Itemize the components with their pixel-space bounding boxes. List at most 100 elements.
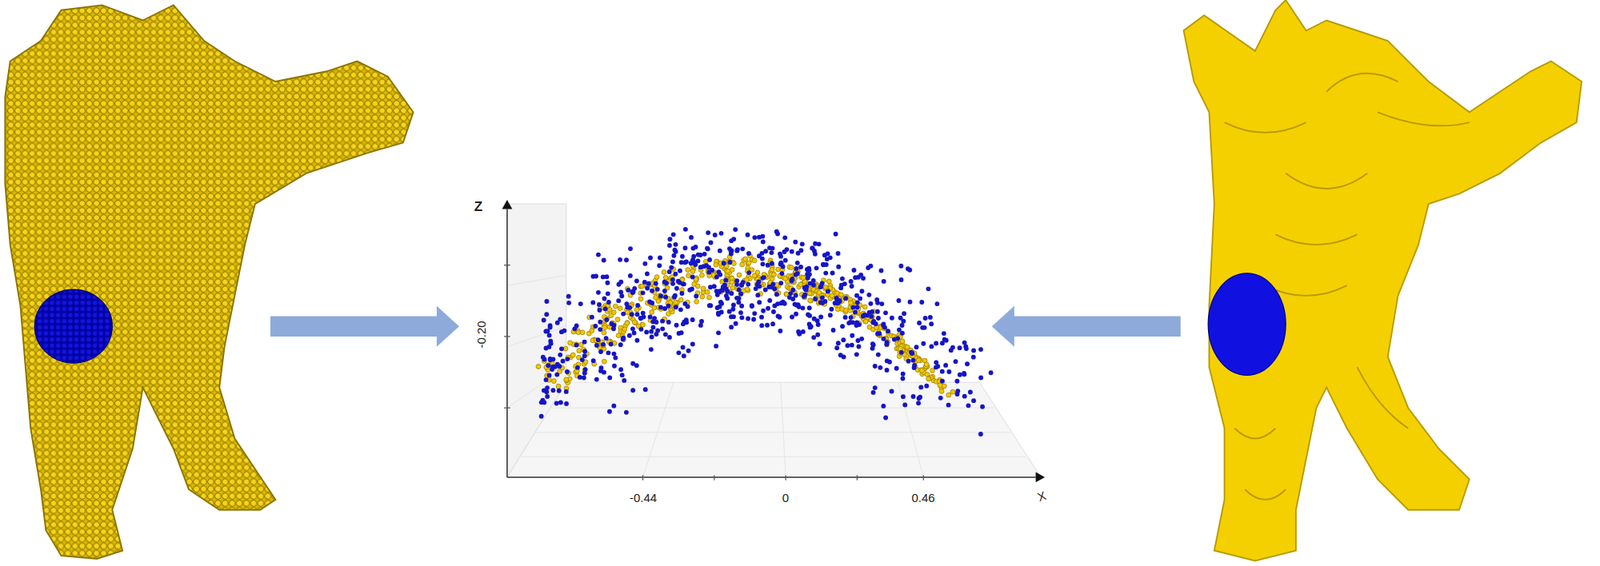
scatter-point [854,352,860,357]
scatter-points [536,227,994,437]
scatter-point [806,268,812,273]
scatter-point [966,403,972,408]
scatter-point [607,376,612,381]
scatter-point [728,276,734,281]
scatter-point [654,275,660,280]
scatter-point [622,327,628,332]
scatter-point [693,244,699,250]
scatter-point [734,248,740,254]
scatter-point [679,291,684,296]
scatter-point [701,264,707,269]
scatter-point [828,312,833,318]
scatter-point [707,257,712,263]
scatter-point [698,323,704,328]
scatter-point [775,301,780,307]
scatter-point [678,307,684,312]
scatter-point [914,344,920,350]
scatter-point [581,376,587,381]
scatter-point [677,268,683,274]
scatter-point [668,236,673,242]
scatter-point [649,335,655,340]
scatter-point [561,328,567,334]
scatter-point [681,353,687,359]
scatter-point [648,347,654,352]
scatter-point [755,292,760,298]
scatter-point [815,332,820,338]
scatter-point [916,320,922,326]
scatter-point [564,389,569,395]
scatter-point [740,280,746,285]
scatter-point [663,295,668,300]
scatter-point [589,315,595,320]
scatter-point [606,350,612,356]
scatter-point [756,300,762,305]
scatter-point [596,290,601,296]
scatter-point [962,394,968,400]
scatter-point [879,301,884,307]
scatter-point [883,310,888,316]
scatter-point [873,321,879,327]
scatter-point [860,314,866,320]
scatter-point [929,368,935,374]
scatter-point [644,272,650,277]
scatter-point [777,328,783,334]
scatter-point [683,227,688,232]
scatter-point [738,292,744,297]
scatter-point [638,296,644,302]
scatter-point [907,268,912,273]
scatter-point [922,325,928,331]
scatter-point [812,296,818,302]
scatter-point [928,344,934,349]
scatter-point [848,315,854,320]
scatter-point [876,316,881,321]
scatter-point [731,303,736,308]
scatter-point [720,284,726,290]
scatter-point [811,283,816,288]
scatter-point [693,294,699,300]
mesh-armadillo [1184,0,1582,562]
scatter-point [612,304,618,309]
scatter-point [694,299,700,304]
scatter-point [684,259,689,264]
scatter-point [842,281,848,287]
scatter-point [908,350,914,356]
scatter-point [606,300,612,305]
scatter-point [580,330,585,336]
scatter-point [635,312,640,317]
scatter-point [566,300,572,306]
scatter-point [838,285,844,291]
scatter-point [739,315,744,320]
scatter-point [576,348,582,354]
scatter-point [800,241,805,247]
scatter-point [727,309,732,315]
scatter-point [916,358,921,364]
scatter-point [653,295,659,300]
scatter-point [566,294,572,300]
scatter-point [943,363,948,368]
scatter-point [673,300,679,305]
scatter-point [946,369,952,375]
scatter-point [557,316,563,322]
scatter-point [551,379,556,384]
scatter-point [684,317,689,323]
scatter-point [670,277,676,283]
scatter-point [620,372,625,378]
scatter-point [763,288,768,293]
scatter-point [660,326,665,332]
scatter-point [700,286,706,292]
scatter-point [857,296,863,301]
scatter-point [872,364,878,369]
scatter-point [625,288,631,293]
scatter-point [911,358,916,364]
scatter-point [634,338,640,344]
scatter-point [876,331,882,336]
scatter-point [700,294,705,300]
scatter-point [784,292,789,297]
scatter-point [843,315,848,320]
scatter-point [816,290,822,296]
scatter-point [833,232,839,237]
scatter-point [557,352,563,358]
scatter-point [812,241,818,247]
scatter-point [745,316,751,322]
scatter-point [836,340,841,346]
